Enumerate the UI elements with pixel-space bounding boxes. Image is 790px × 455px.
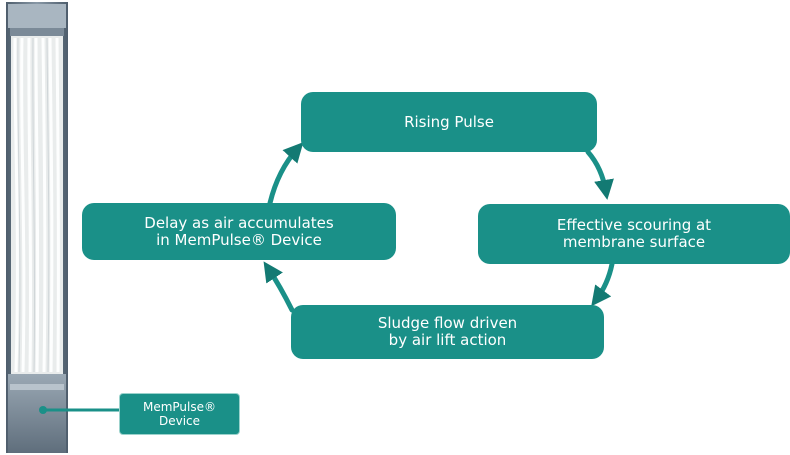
- step-rising-pulse-label: Rising Pulse: [404, 112, 494, 131]
- step-rising-pulse: Rising Pulse: [301, 92, 597, 152]
- step-effective-scouring-label: Effective scouring at membrane surface: [556, 216, 712, 251]
- membrane-module-image: [6, 2, 68, 453]
- step-effective-scouring: Effective scouring at membrane surface: [478, 204, 790, 264]
- step-sludge-flow-label: Sludge flow driven by air lift action: [377, 314, 518, 349]
- arrow-sludge-to-delay: [263, 261, 295, 313]
- arrow-rising-to-scour: [585, 149, 614, 200]
- step-delay-label: Delay as air accumulates in MemPulse® De…: [144, 213, 334, 249]
- mempulse-device-label: MemPulse® Device: [142, 400, 217, 428]
- arrow-delay-to-rising: [267, 142, 304, 206]
- mempulse-device-callout: MemPulse® Device: [119, 393, 240, 435]
- step-delay-air-accumulates: Delay as air accumulates in MemPulse® De…: [82, 203, 396, 260]
- arrow-scour-to-sludge: [591, 261, 615, 307]
- step-sludge-flow: Sludge flow driven by air lift action: [291, 305, 604, 359]
